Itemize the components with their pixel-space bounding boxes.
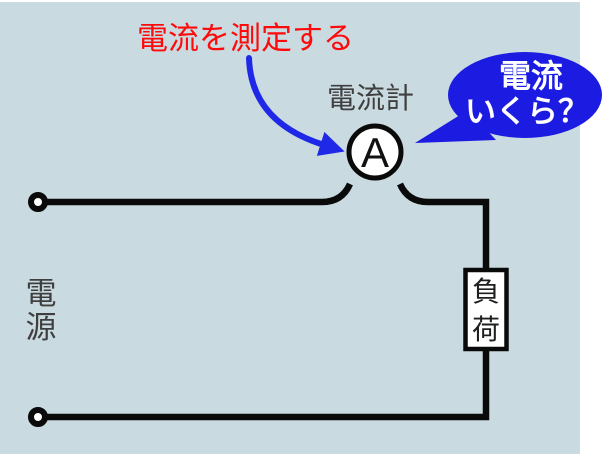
speech-bubble-body — [448, 52, 602, 138]
annotation-text: 電流を測定する — [137, 21, 354, 56]
load-label-char-2: 荷 — [472, 314, 500, 345]
speech-bubble: 電流 いくら？ — [415, 52, 602, 143]
load-box — [463, 267, 509, 352]
speech-bubble-line-2: いくら？ — [465, 94, 589, 129]
source-terminal-bottom — [28, 407, 48, 427]
source-terminal-top — [28, 192, 48, 212]
speech-bubble-tail — [415, 110, 496, 143]
source-label-char-2: 源 — [26, 310, 57, 345]
ammeter-symbol: A — [361, 129, 389, 176]
load-label-char-1: 負 — [472, 276, 500, 307]
wire-top-left — [38, 182, 353, 206]
ammeter-circle — [346, 123, 404, 181]
speech-bubble-line-1: 電流 — [499, 58, 563, 94]
annotation-arrow — [246, 55, 345, 156]
ammeter-label: 電流計 — [327, 82, 414, 115]
wire-right-and-bottom — [38, 182, 490, 421]
source-label-char-1: 電 — [26, 276, 57, 311]
